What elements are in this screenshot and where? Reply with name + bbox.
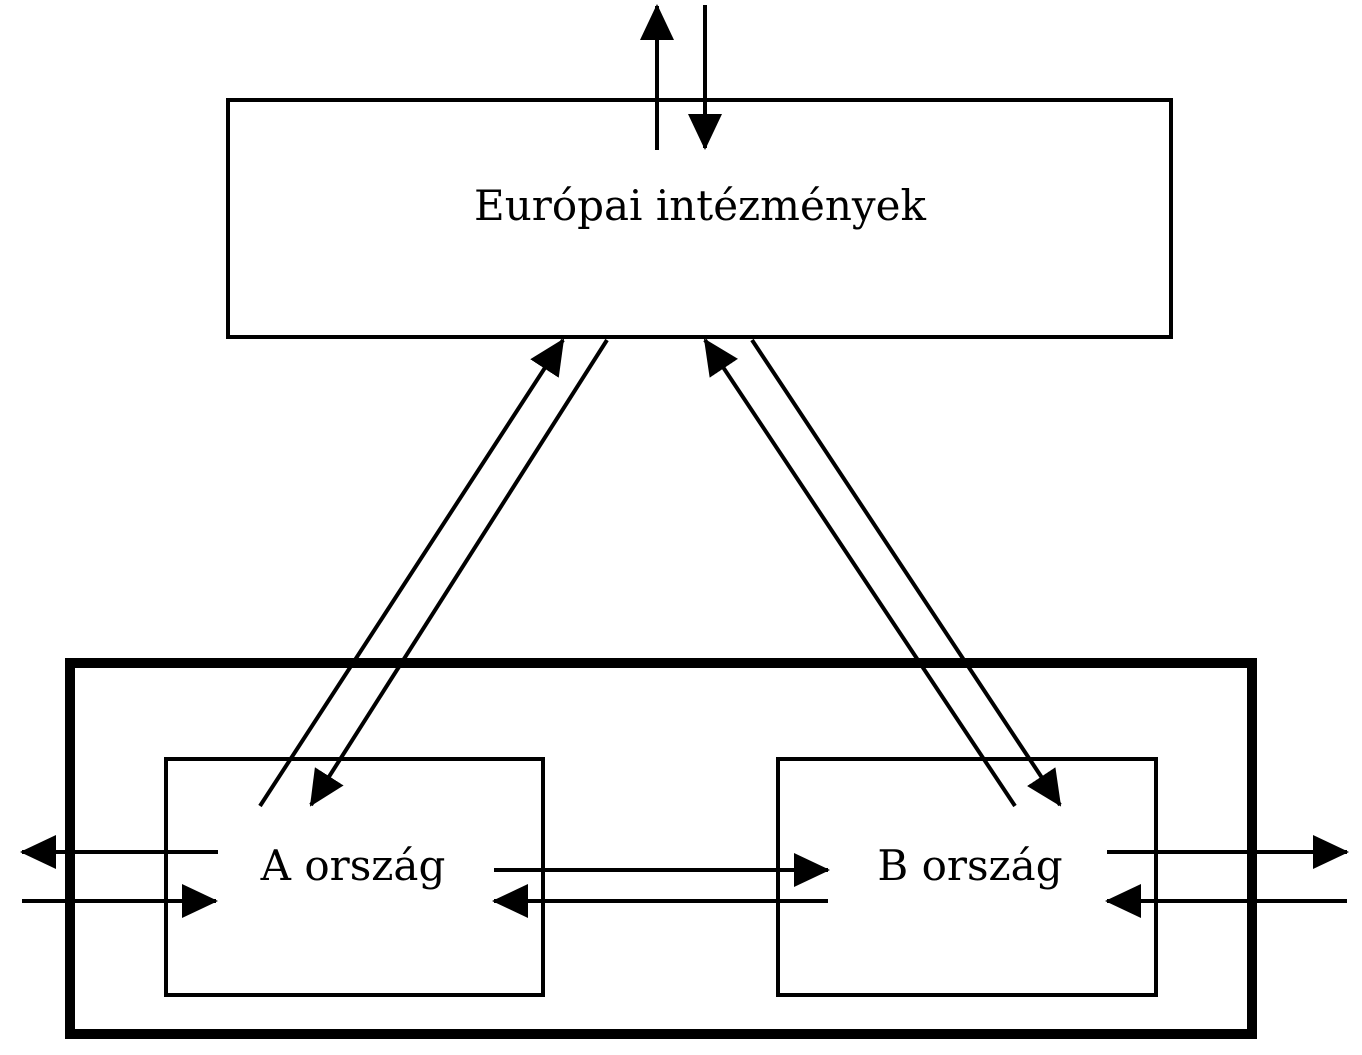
arrow-a-to-institutions <box>258 338 565 808</box>
country-b-label: B ország <box>877 841 1062 890</box>
arrow-institutions-to-a <box>309 338 609 807</box>
arrow-institutions-to-b <box>750 338 1062 807</box>
arrow-b-to-institutions <box>703 338 1017 808</box>
european-institutions-box <box>226 98 1173 339</box>
country-b-box <box>776 757 1158 997</box>
country-a-label: A ország <box>260 841 446 890</box>
european-institutions-label: Európai intézmények <box>474 181 926 230</box>
country-a-box <box>164 757 545 997</box>
member-states-group-box <box>65 658 1257 1039</box>
